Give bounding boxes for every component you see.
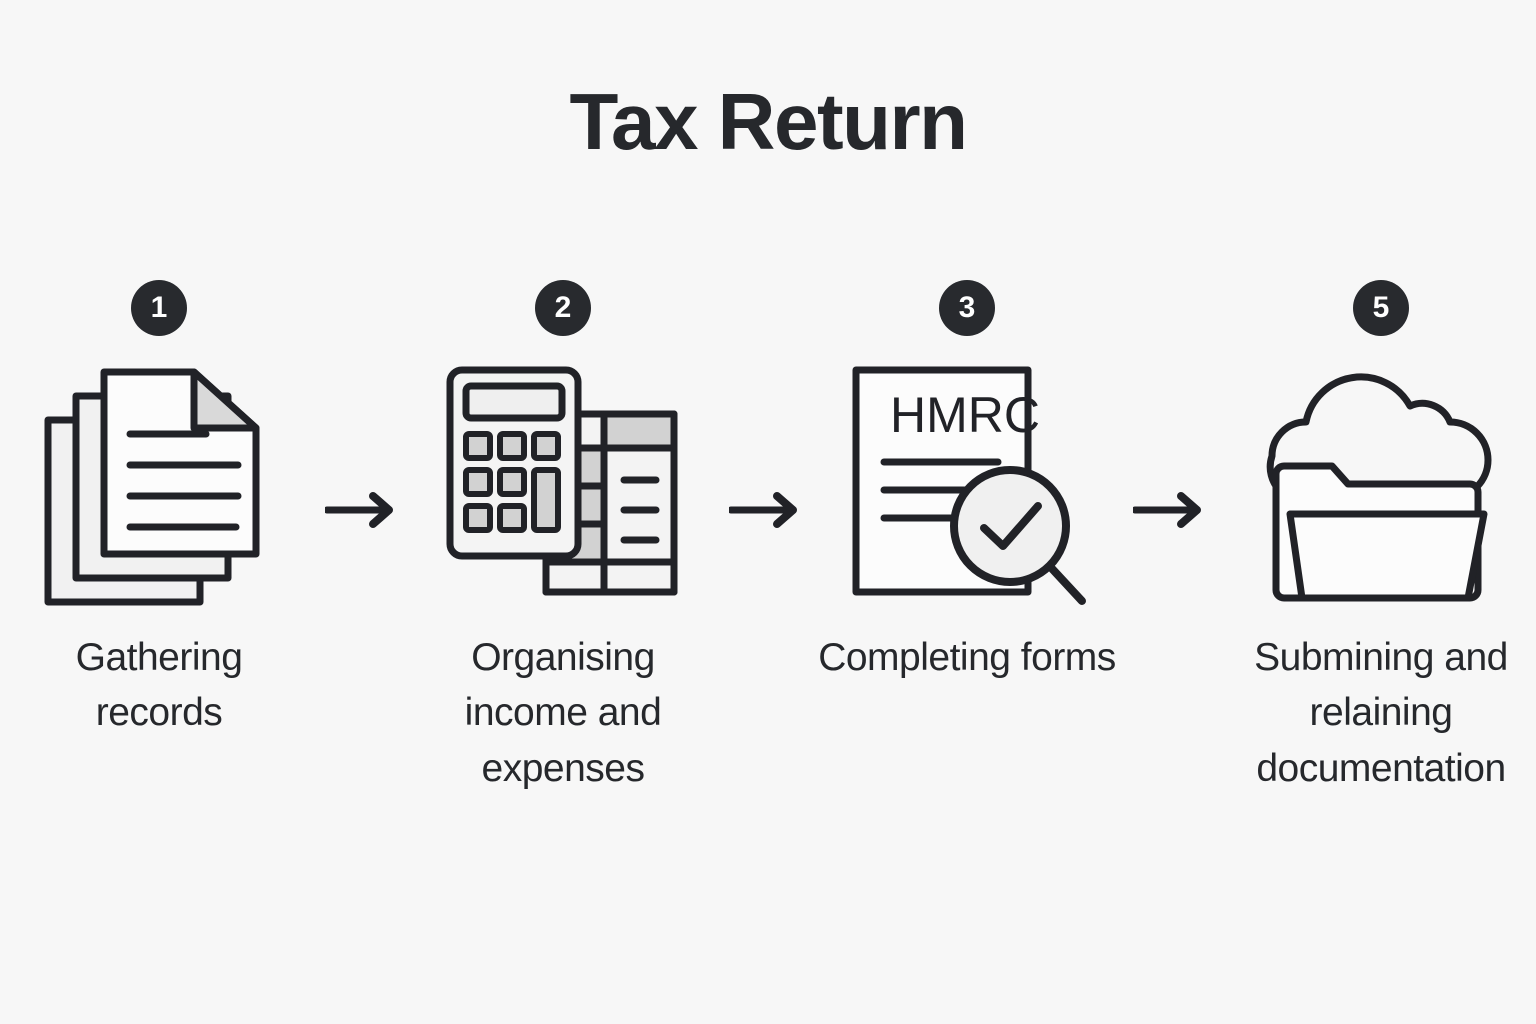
step-badge-2: 2 bbox=[535, 280, 591, 336]
process-flow: 1 bbox=[0, 280, 1536, 796]
step-caption-5: Submining and relaining documentation bbox=[1254, 636, 1508, 790]
step-caption-1: Gathering records bbox=[75, 636, 243, 735]
arrow-right-icon bbox=[325, 492, 393, 528]
step-badge-1: 1 bbox=[131, 280, 187, 336]
page-title: Tax Return bbox=[569, 77, 968, 166]
process-step-1: 1 bbox=[9, 280, 309, 741]
cloud-folder-icon bbox=[1256, 358, 1506, 608]
arrow-right-icon bbox=[1133, 492, 1201, 528]
step-badge-5: 5 bbox=[1353, 280, 1409, 336]
process-step-3: 3 HMRC Completing forms bbox=[817, 280, 1117, 685]
arrow-2-to-3 bbox=[713, 280, 817, 530]
arrow-1-to-2 bbox=[309, 280, 413, 530]
hmrc-label: HMRC bbox=[890, 387, 1040, 443]
step-badge-3: 3 bbox=[939, 280, 995, 336]
process-step-5: 5 Submining and relaining documentation bbox=[1231, 280, 1531, 796]
arrow-right-icon bbox=[729, 492, 797, 528]
hmrc-form-magnifier-check-icon: HMRC bbox=[842, 358, 1092, 608]
step-caption-3: Completing forms bbox=[818, 636, 1116, 679]
stacked-documents-icon bbox=[34, 358, 284, 608]
process-step-2: 2 bbox=[413, 280, 713, 796]
arrow-3-to-5 bbox=[1117, 280, 1221, 530]
calculator-spreadsheet-icon bbox=[438, 358, 688, 608]
step-caption-2: Organising income and expenses bbox=[464, 636, 662, 790]
